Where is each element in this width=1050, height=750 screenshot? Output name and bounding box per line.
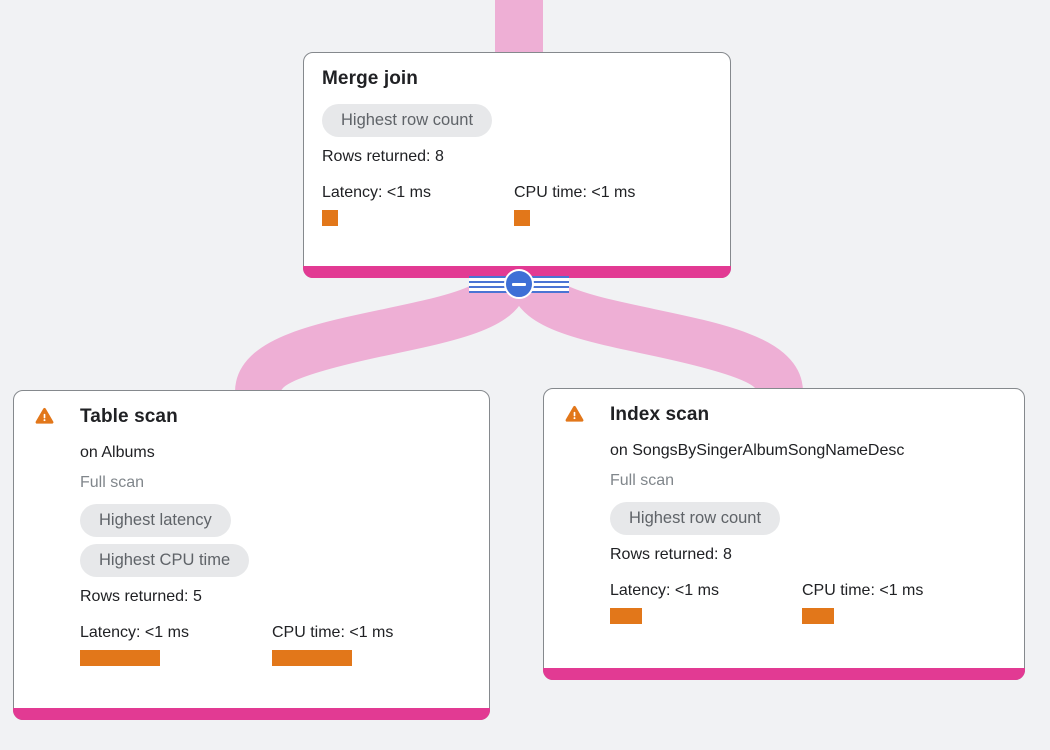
latency-metric: Latency: <1 ms [610,581,802,624]
badge-highest-row-count: Highest row count [610,502,781,535]
node-card-table-scan[interactable]: Table scan on Albums Full scan Highest l… [13,390,490,720]
node-card-merge-join[interactable]: Merge join Highest row count Rows return… [303,52,731,278]
cpu-time-bar [272,650,352,666]
latency-label: Latency: <1 ms [322,184,431,201]
node-title: Table scan [80,406,178,427]
node-subtitle: on Albums [80,444,155,461]
latency-bar [80,650,160,666]
node-title: Merge join [322,68,419,89]
latency-label: Latency: <1 ms [610,582,719,599]
cpu-time-label: CPU time: <1 ms [514,184,636,201]
warning-icon [565,405,584,422]
badge-highest-latency: Highest latency [80,504,231,537]
cpu-time-bar [514,210,530,226]
card-accent-bar [543,668,1025,680]
collapse-children-button[interactable] [504,269,534,299]
card-accent-bar [13,708,490,720]
rows-returned-text: Rows returned: 8 [322,148,444,165]
node-card-index-scan[interactable]: Index scan on SongsBySingerAlbumSongName… [543,388,1025,680]
cpu-time-label: CPU time: <1 ms [272,624,394,641]
rows-returned-text: Rows returned: 5 [80,588,202,605]
cpu-time-metric: CPU time: <1 ms [802,581,994,624]
node-subtitle: on SongsBySingerAlbumSongNameDesc [610,442,905,459]
latency-label: Latency: <1 ms [80,624,189,641]
latency-metric: Latency: <1 ms [322,183,514,226]
cpu-time-metric: CPU time: <1 ms [272,623,464,666]
scan-type-text: Full scan [80,474,145,491]
cpu-time-label: CPU time: <1 ms [802,582,924,599]
edge-merge-join-to-table-scan [235,274,528,397]
latency-bar [610,608,642,624]
latency-metric: Latency: <1 ms [80,623,272,666]
badge-highest-row-count: Highest row count [322,104,493,137]
warning-icon [35,407,54,424]
rows-returned-text: Rows returned: 8 [610,546,732,563]
cpu-time-metric: CPU time: <1 ms [514,183,706,226]
badge-highest-cpu-time: Highest CPU time [80,544,250,577]
latency-bar [322,210,338,226]
node-title: Index scan [610,404,710,425]
cpu-time-bar [802,608,834,624]
minus-icon [512,282,526,286]
edge-merge-join-to-index-scan [510,274,803,397]
scan-type-text: Full scan [610,472,675,489]
